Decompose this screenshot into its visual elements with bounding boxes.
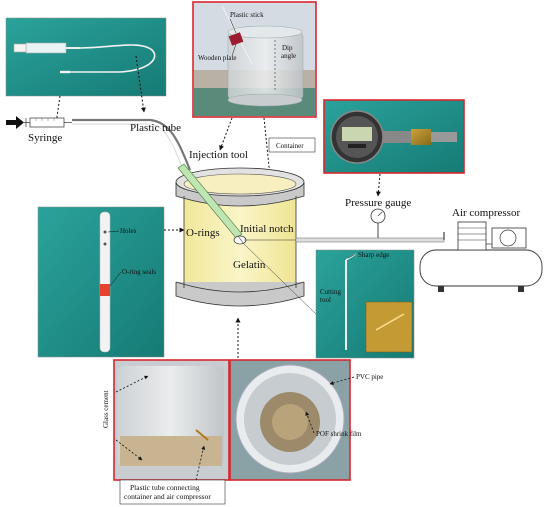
plastic-tube-line (72, 118, 192, 171)
injection-tool-photo (37, 206, 165, 358)
sharp-edge-label: Sharp edge (358, 251, 389, 259)
pvc-pipe-label: PVC pipe (356, 373, 383, 381)
injection-tool-label: Injection tool (189, 149, 248, 161)
syringe-pointer (54, 95, 61, 125)
injection-tool-pointer (219, 117, 233, 151)
container-pointer (263, 117, 273, 177)
pof-shrink-film-label: POF shrink film (316, 430, 362, 438)
glass-cement-label: Glass cement (102, 390, 110, 428)
cutting-tool-photo (315, 249, 415, 359)
o-ring-seals-label: O-ring seals (122, 268, 156, 276)
syringe-drawing (24, 117, 72, 128)
o-rings-label: O-rings (186, 227, 220, 239)
container-drawing (175, 167, 305, 307)
wooden-plate-label: Wooden plate (198, 54, 237, 62)
container-label: Container (276, 142, 304, 150)
container-label-box: Container (268, 137, 316, 153)
plastic-stick-label: Plastic stick (230, 11, 264, 19)
air-line (295, 208, 445, 243)
syringe-label: Syringe (28, 132, 62, 144)
pressure-gauge-pointer (375, 173, 381, 197)
container-photo (192, 1, 317, 118)
gelatin-label: Gelatin (233, 259, 266, 271)
pressure-gauge-photo (323, 99, 465, 174)
syringe-photo (5, 17, 167, 97)
plastic-tube-label: Plastic tube (130, 122, 181, 134)
bottom-right-photo (229, 359, 351, 481)
initial-notch-label: Initial notch (240, 223, 294, 235)
holes-label: Holes (120, 227, 137, 235)
plastic-tube-pointer (135, 55, 146, 113)
input-arrow (6, 116, 24, 129)
injection-tool-drawing (177, 163, 247, 245)
pressure-gauge-label: Pressure gauge (345, 197, 411, 209)
bottom-left-photo (113, 359, 230, 481)
air-compressor-label: Air compressor (452, 207, 520, 219)
air-compressor-drawing (419, 221, 543, 292)
